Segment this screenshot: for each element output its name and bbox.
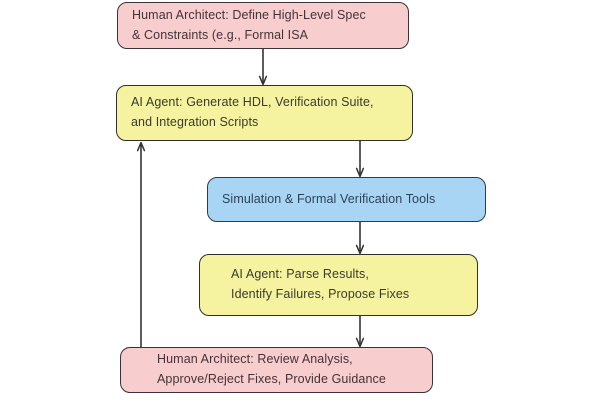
node-text-line: Human Architect: Review Analysis, bbox=[157, 352, 353, 367]
node-text-line: AI Agent: Generate HDL, Verification Sui… bbox=[131, 95, 374, 110]
node-text-line: Simulation & Formal Verification Tools bbox=[222, 191, 436, 206]
node-text-line: AI Agent: Parse Results, bbox=[231, 267, 369, 282]
node-text-line: Identify Failures, Propose Fixes bbox=[231, 287, 410, 301]
node-human-architect-review-analysis[interactable]: Human Architect: Review Analysis, Approv… bbox=[120, 347, 433, 393]
node-simulation-formal-verification-tools[interactable]: Simulation & Formal Verification Tools bbox=[207, 177, 486, 222]
node-human-architect-define-spec[interactable]: Human Architect: Define High-Level Spec … bbox=[117, 2, 409, 49]
node-ai-agent-generate-hdl[interactable]: AI Agent: Generate HDL, Verification Sui… bbox=[116, 85, 413, 141]
node-text-line: & Constraints (e.g., Formal ISA bbox=[132, 27, 309, 42]
node-text-line: and Integration Scripts bbox=[131, 115, 259, 129]
node-text-line: Human Architect: Define High-Level Spec bbox=[132, 7, 366, 22]
node-text-line: Approve/Reject Fixes, Provide Guidance bbox=[157, 372, 386, 386]
node-ai-agent-parse-results[interactable]: AI Agent: Parse Results, Identify Failur… bbox=[199, 254, 478, 316]
